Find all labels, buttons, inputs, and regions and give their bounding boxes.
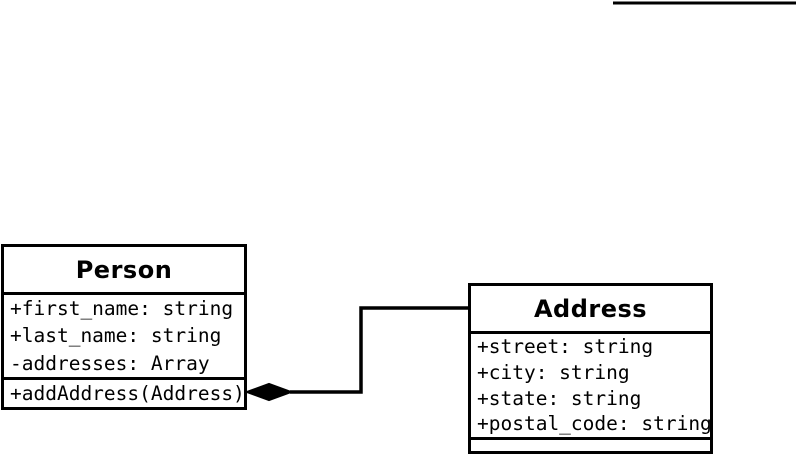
attribute-row: -addresses: Array: [10, 351, 210, 375]
composition-connector-line: [290, 306, 468, 394]
composition-diamond-icon: [244, 382, 294, 402]
attribute-row: +first_name: string: [10, 296, 234, 320]
class-title-address: Address: [471, 286, 710, 334]
methods-compartment-address: [471, 440, 710, 451]
attribute-row: +last_name: string: [10, 324, 222, 348]
attribute-row: +postal_code: string: [477, 412, 710, 436]
class-box-person: Person +first_name: string +last_name: s…: [1, 244, 247, 410]
method-row: +addAddress(Address): [10, 381, 244, 405]
methods-compartment-person: +addAddress(Address): [4, 380, 244, 407]
class-title-person: Person: [4, 247, 244, 295]
attributes-compartment-address: +street: string +city: string +state: st…: [471, 334, 710, 440]
attribute-row: +city: string: [477, 360, 630, 384]
attribute-row: +state: string: [477, 386, 642, 410]
attributes-compartment-person: +first_name: string +last_name: string -…: [4, 295, 244, 380]
class-box-address: Address +street: string +city: string +s…: [468, 283, 713, 454]
attribute-row: +street: string: [477, 335, 654, 359]
